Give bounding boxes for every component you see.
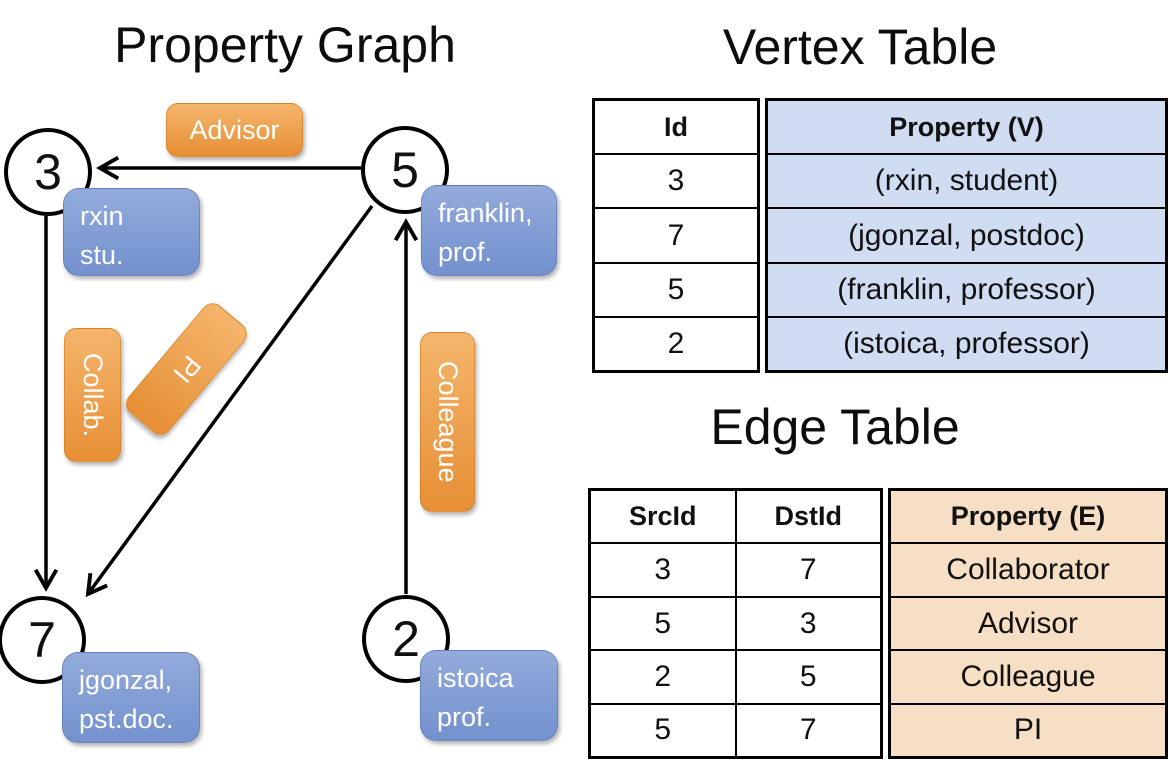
edge-dstid-cell: 5 [736,649,880,702]
edge-label-collab: Collab. [64,328,121,462]
vertex-table-id-header: Id [664,111,688,142]
vertex-property-cell: (rxin, student) [768,153,1165,207]
edge-table-dstid-header: DstId [774,501,843,532]
edge-table-id-columns: SrcId 3 5 2 5 DstId 7 3 5 7 [588,488,883,759]
edge-table-srcid-column: SrcId 3 5 2 5 [591,491,735,756]
vertex-prop-line: prof. [437,702,492,733]
vertex-prop-line: pst.doc. [79,704,174,735]
edge-dstid-cell: 7 [736,702,880,756]
edge-dstid-cell: 3 [736,595,880,649]
vertex-id-cell: 5 [595,261,757,316]
vertex-node-5-id: 5 [391,142,419,198]
vertex-prop-box-istoica: istoica prof. [420,650,558,741]
edge-property-cell: Collaborator [891,542,1165,595]
vertex-node-5: 5 [361,126,449,214]
vertex-prop-box-franklin: franklin, prof. [421,185,557,276]
edge-srcid-cell: 3 [591,542,735,595]
vertex-property-cell: (jgonzal, postdoc) [768,207,1165,261]
edge-srcid-cell: 5 [591,595,735,649]
edge-dstid-cell: 7 [736,542,880,595]
vertex-prop-line: istoica [437,663,514,693]
edge-property-cell: PI [891,702,1165,756]
vertex-table-property-column: Property (V) (rxin, student) (jgonzal, p… [765,98,1168,373]
vertex-id-cell: 3 [595,153,757,207]
vertex-table-id-column: Id 3 7 5 2 [592,98,760,373]
graph-edges [0,0,585,760]
vertex-node-2-id: 2 [392,611,420,667]
edge-property-cell: Colleague [891,649,1165,702]
vertex-node-7-id: 7 [28,612,56,668]
edge-table-srcid-header: SrcId [628,501,697,532]
edge-table-property-column: Property (E) Collaborator Advisor Collea… [888,488,1168,759]
vertex-prop-line: jgonzal, [79,665,173,695]
vertex-prop-box-rxin: rxin stu. [63,188,200,276]
vertex-prop-line: prof. [438,237,493,268]
edge-table-property-header: Property (E) [950,501,1106,532]
vertex-id-cell: 2 [595,315,757,370]
property-graph-title: Property Graph [114,17,456,73]
vertex-property-cell: (franklin, professor) [768,261,1165,316]
vertex-prop-line: franklin, [438,198,533,228]
edge-table-dstid-column: DstId 7 3 5 7 [734,491,880,756]
vertex-node-3-id: 3 [34,144,62,200]
edge-srcid-cell: 5 [591,702,735,756]
edge-label-advisor: Advisor [166,103,303,157]
vertex-id-cell: 7 [595,207,757,261]
edge-label-colleague: Colleague [420,332,475,512]
vertex-prop-box-jgonzal: jgonzal, pst.doc. [62,652,200,743]
vertex-node-2: 2 [362,595,450,683]
edge-srcid-cell: 2 [591,649,735,702]
edge-5-to-7-arrow [88,204,374,594]
vertex-prop-line: stu. [80,240,124,271]
edge-table-title: Edge Table [710,399,960,455]
vertex-prop-line: rxin [80,201,124,231]
vertex-table-title: Vertex Table [722,19,998,75]
vertex-property-cell: (istoica, professor) [768,315,1165,370]
edge-property-cell: Advisor [891,595,1165,649]
vertex-table-property-header: Property (V) [889,111,1044,142]
